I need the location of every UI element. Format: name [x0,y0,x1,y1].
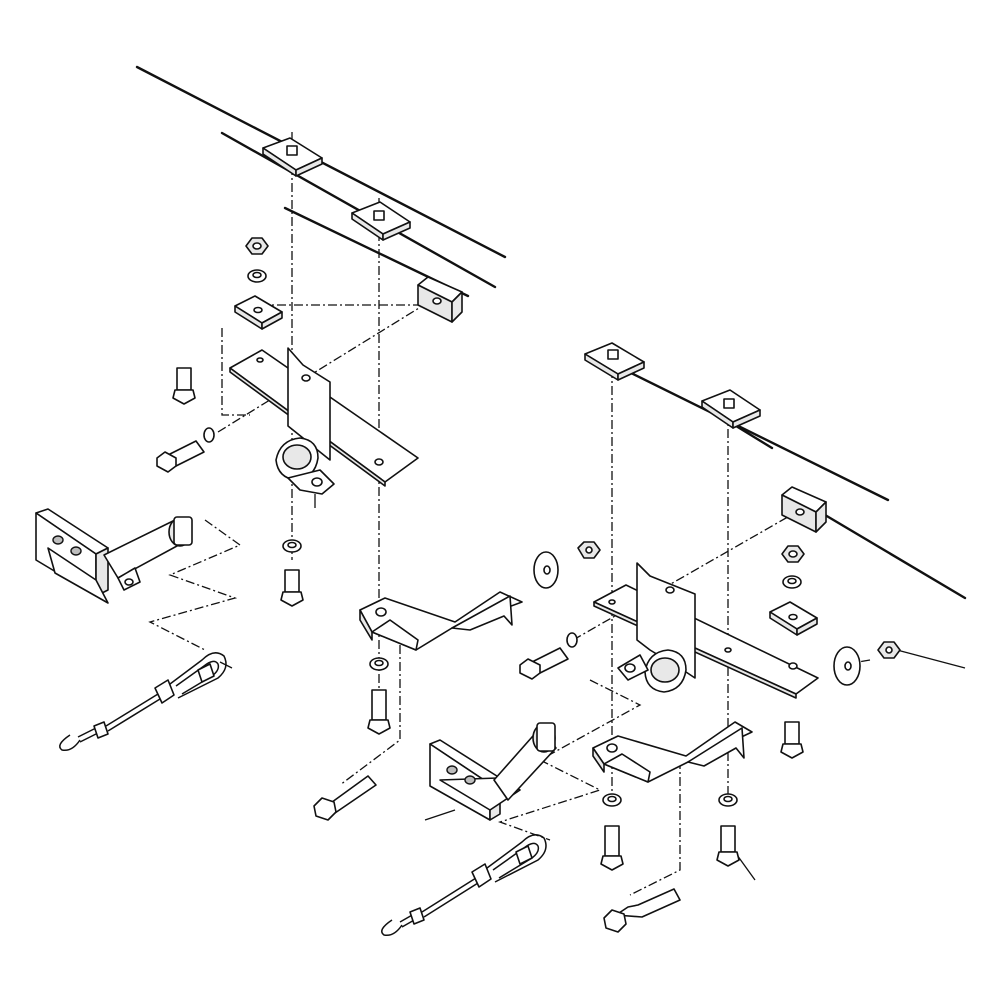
right-spacer-plate [769,601,818,636]
axis-left-bolt [217,299,433,433]
frame-plate-1 [262,137,323,177]
frame-plate-4 [584,342,645,381]
left-hitch-bolt [367,689,391,735]
right-hitch-washer-2 [718,793,738,807]
left-lower-washer [282,539,302,553]
right-hitch-bolt-1 [600,825,624,871]
left-hitch-washer [369,657,389,671]
axis-right-bolt [572,509,801,641]
left-top-nut [245,237,269,255]
right-long-bolt [603,888,681,933]
frame-plate-6 [781,486,827,533]
right-hitch-pin-bracket [429,722,557,821]
axis-right-pin [497,679,642,841]
frame-plate-5 [701,389,761,429]
right-top-nut [781,545,805,563]
leader-lines [424,649,966,881]
right-large-washer [833,646,861,686]
frame-rails [135,65,967,600]
center-large-washer [533,551,559,589]
frame-rail-upper-right [623,368,890,502]
left-hitch-pin-bracket [35,508,193,604]
leader-pin-bracket [424,809,456,821]
left-hitch-bar [359,591,523,651]
left-horizontal-bolt [156,440,205,473]
right-hitch-bar [592,721,753,783]
right-mounting-bracket [593,562,819,699]
right-hitch-bolt-2 [716,825,740,867]
axis-left-bracket-bolt [221,328,250,416]
left-spacer-plate [234,295,283,330]
right-horizontal-bolt [519,647,569,680]
frame-plates [262,137,827,533]
center-nut [577,541,601,559]
axis-left-pin [148,519,242,651]
left-vertical-bolt-upper [172,367,196,405]
right-hitch-washer-1 [602,793,622,807]
right-vertical-bolt [780,721,804,759]
frame-rail-lower-right [818,510,967,600]
leader-right-nut [896,649,966,669]
right-top-washer [782,575,802,589]
axis-right-long-bolt [629,760,681,896]
right-lock-washer [566,632,578,648]
right-nut [877,641,901,659]
right-safety-cable [381,834,547,937]
left-mounting-bracket [229,347,419,508]
left-top-washer [247,269,267,283]
left-lower-bolt [280,569,304,607]
axis-left-long-bolt [339,645,401,786]
frame-plate-3 [417,276,463,323]
left-lock-washer [203,427,215,443]
left-long-bolt [313,775,377,821]
left-safety-cable [59,652,233,752]
frame-plate-2 [351,201,411,241]
